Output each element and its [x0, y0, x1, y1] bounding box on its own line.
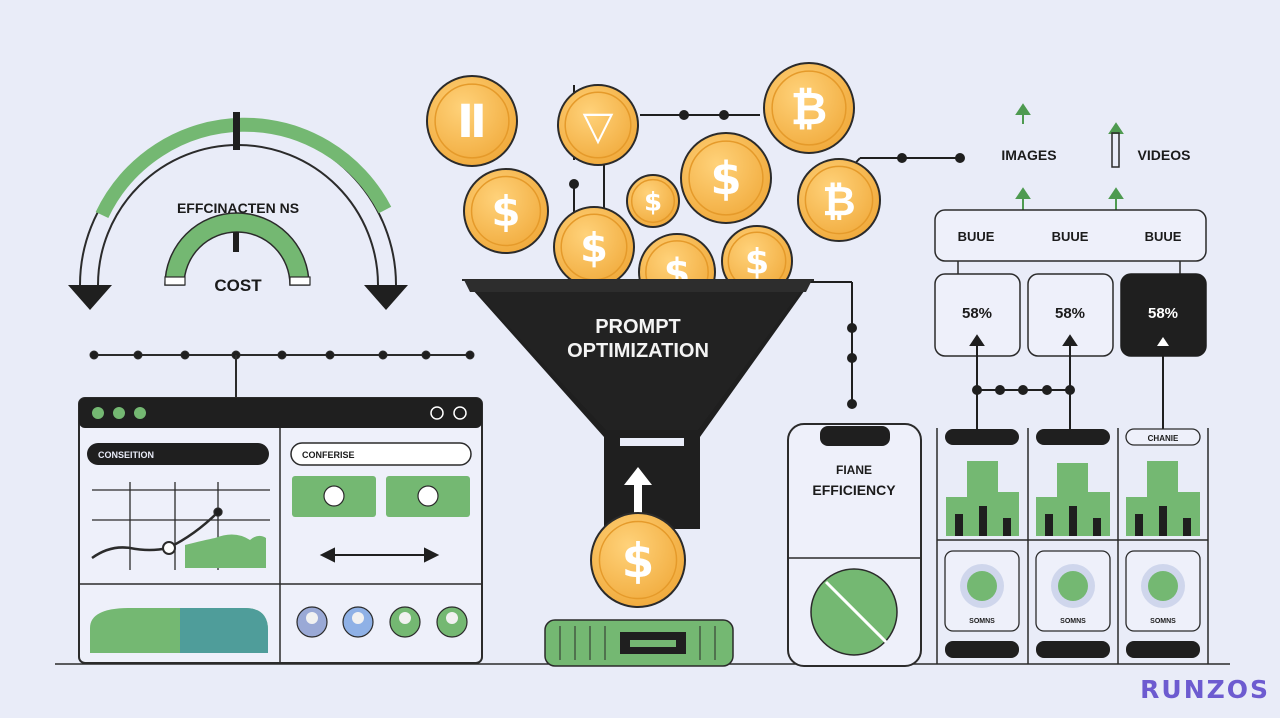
- window-control-icon-2[interactable]: [453, 406, 467, 420]
- coin-5: $: [463, 168, 549, 254]
- coin-output-symbol: $: [622, 534, 655, 589]
- percent-value-3: 58%: [1148, 305, 1178, 322]
- funnel-base: [544, 619, 734, 667]
- output-images-label: IMAGES: [1001, 147, 1056, 163]
- field-input-label: CONFERISE: [302, 450, 355, 460]
- output-bar-label-1: BUUE: [958, 229, 995, 244]
- double-arrow-icon: [319, 547, 440, 563]
- coin-10-symbol: $: [745, 243, 769, 283]
- window-dot-2[interactable]: [113, 407, 125, 419]
- output-videos-label: VIDEOS: [1138, 147, 1191, 163]
- gauge-title: EFFCINACTEN NS: [177, 200, 299, 216]
- badge-label-3: SOMNS: [1150, 618, 1176, 625]
- coin-output: $: [590, 512, 686, 608]
- window-dot-3[interactable]: [134, 407, 146, 419]
- mini-bar-chart-1: [946, 461, 1019, 536]
- column-tag-2: [1036, 429, 1110, 445]
- funnel-title-line1: PROMPT: [595, 316, 681, 338]
- outputs-section: IMAGES VIDEOS BUUE BUUE BUUE 58% 58% 58%: [934, 103, 1209, 664]
- badge-card-1[interactable]: SOMNS: [944, 550, 1020, 632]
- coin-4-symbol: $: [710, 152, 741, 205]
- window-titlebar: [79, 398, 482, 428]
- window-control-icon[interactable]: [430, 406, 444, 420]
- mini-bar-chart-2: [1036, 463, 1110, 536]
- field-input[interactable]: [290, 442, 472, 466]
- coin-3-symbol: ₿: [791, 82, 828, 135]
- output-bar-row: [934, 209, 1207, 262]
- footer-pill-2[interactable]: [1036, 641, 1110, 658]
- funnel-title-line2: OPTIMIZATION: [567, 340, 709, 362]
- coin-7: $: [553, 206, 635, 288]
- phone-label-line1: FIANE: [836, 463, 872, 477]
- efficiency-gauge: EFFCINACTEN NS COST: [68, 112, 408, 310]
- output-bar-label-2: BUUE: [1052, 229, 1089, 244]
- coin-2-symbol: ▽: [583, 103, 614, 149]
- badge-card-2[interactable]: SOMNS: [1035, 550, 1111, 632]
- coin-4: $: [680, 132, 772, 224]
- coin-1-symbol: Ⅱ: [457, 95, 487, 148]
- gauge-left-arrow: [68, 285, 112, 310]
- gauge-needle-top: [233, 112, 240, 150]
- prompt-optimization-funnel: PROMPT OPTIMIZATION: [462, 279, 814, 667]
- search-bar[interactable]: [87, 443, 269, 465]
- percent-value-2: 58%: [1055, 305, 1085, 322]
- coin-3: ₿: [763, 62, 855, 154]
- phone-label-line2: EFFICIENCY: [812, 482, 896, 498]
- phone-efficiency-card: FIANE EFFICIENCY: [787, 423, 922, 667]
- runzos-logo: RUNZOS: [1140, 675, 1270, 704]
- gauge-needle: [233, 232, 239, 252]
- coin-8-symbol: ₿: [822, 177, 855, 225]
- footer-pill-3[interactable]: [1126, 641, 1200, 658]
- coin-6-symbol: $: [644, 187, 662, 217]
- coin-1: Ⅱ: [426, 75, 518, 167]
- gauge-label: COST: [214, 276, 262, 295]
- search-bar-label: CONSEITION: [98, 450, 154, 460]
- column-tag-3-label: CHANIE: [1148, 434, 1179, 443]
- window-dot-1[interactable]: [92, 407, 104, 419]
- coin-5-symbol: $: [491, 187, 520, 236]
- badge-label-2: SOMNS: [1060, 618, 1086, 625]
- coin-2: ▽: [557, 84, 639, 166]
- badge-card-3[interactable]: SOMNS: [1125, 550, 1201, 632]
- coin-7-symbol: $: [580, 225, 608, 271]
- coin-6: $: [626, 174, 680, 228]
- column-tag-3: [1125, 428, 1201, 446]
- dashboard-panel: CONSEITION CONFERISE: [78, 397, 483, 664]
- left-connector: [89, 350, 475, 398]
- line-chart: [91, 482, 270, 570]
- badge-label-1: SOMNS: [969, 618, 995, 625]
- column-tag-1: [945, 429, 1019, 445]
- coin-8: ₿: [797, 158, 881, 242]
- mini-bar-chart-3: [1126, 461, 1200, 536]
- output-bar-label-3: BUUE: [1145, 229, 1182, 244]
- percent-value-1: 58%: [962, 305, 992, 322]
- gauge-right-arrow: [364, 285, 408, 310]
- footer-pill-1[interactable]: [945, 641, 1019, 658]
